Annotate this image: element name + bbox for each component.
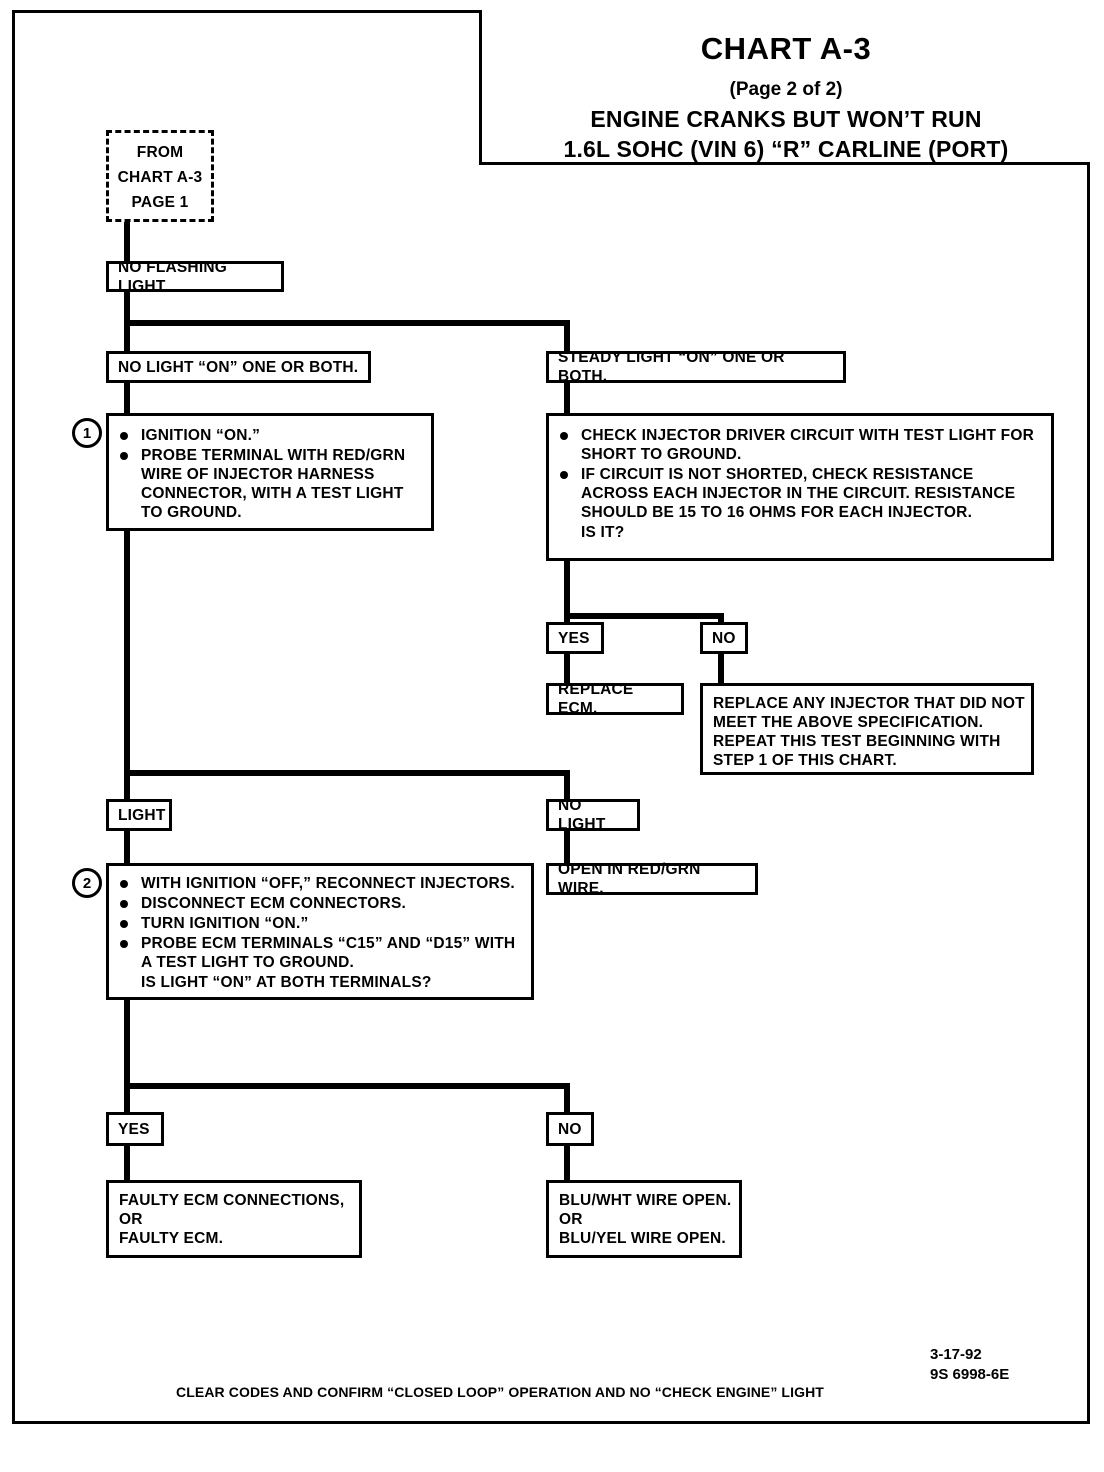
replace-ecm-label: REPLACE ECM. (558, 681, 634, 717)
no-light-one-or-both-label: NO LIGHT “ON” ONE OR BOTH. (118, 358, 359, 376)
step1-bullet-2: PROBE TERMINAL WITH RED/GRN WIRE OF INJE… (109, 446, 425, 522)
faulty-ecm-line-3: FAULTY ECM. (119, 1230, 224, 1247)
connector-step1-down (124, 531, 130, 773)
check-injector-bullet-1: CHECK INJECTOR DRIVER CIRCUIT WITH TEST … (549, 426, 1043, 464)
open-red-grn-label: OPEN IN RED/GRN WIRE. (558, 861, 701, 897)
replace-injector-line-4: STEP 1 OF THIS CHART. (713, 752, 897, 769)
node-faulty-ecm: FAULTY ECM CONNECTIONS, OR FAULTY ECM. (106, 1180, 362, 1258)
node-step1-instructions: IGNITION “ON.” PROBE TERMINAL WITH RED/G… (106, 413, 434, 531)
connector-yes-upper-leg (564, 613, 570, 626)
connector-split-bar-yesno-lower (124, 1083, 570, 1089)
node-replace-injector: REPLACE ANY INJECTOR THAT DID NOT MEET T… (700, 683, 1034, 775)
yes-lower-label: YES (118, 1120, 150, 1138)
step2-question: IS LIGHT “ON” AT BOTH TERMINALS? (141, 974, 432, 991)
step-number-1: 1 (72, 418, 102, 448)
from-chart-line-1: FROM (136, 144, 184, 161)
title-line-1: ENGINE CRANKS BUT WON’T RUN (590, 106, 982, 132)
no-light-label: NO LIGHT (558, 797, 606, 833)
connector-no-lower-to-bluwire (564, 1146, 570, 1180)
connector-nolight-to-openwire (564, 831, 570, 863)
step1-bullet-1: IGNITION “ON.” (109, 426, 425, 445)
no-upper-label: NO (712, 629, 736, 647)
connector-yes-lower-to-faulty (124, 1146, 130, 1180)
faulty-ecm-line-1: FAULTY ECM CONNECTIONS, (119, 1192, 345, 1209)
node-no-upper: NO (700, 622, 748, 654)
connector-nolight-to-step1 (124, 381, 130, 415)
step2-bullet-4: PROBE ECM TERMINALS “C15” AND “D15” WITH… (109, 934, 525, 972)
light-label: LIGHT (118, 806, 166, 824)
page-indicator: (Page 2 of 2) (729, 79, 843, 100)
connector-split-bar-mid (124, 770, 570, 776)
connector-yes-upper-to-replaceecm (564, 651, 570, 685)
node-no-light: NO LIGHT (546, 797, 640, 833)
replace-injector-line-2: MEET THE ABOVE SPECIFICATION. (713, 714, 984, 731)
node-yes-lower: YES (106, 1112, 164, 1146)
replace-injector-line-1: REPLACE ANY INJECTOR THAT DID NOT (713, 695, 1025, 712)
connector-steady-to-check (564, 381, 570, 415)
connector-mid-right-leg (564, 770, 570, 800)
replace-injector-line-3: REPEAT THIS TEST BEGINNING WITH (713, 733, 1001, 750)
footer-part-number: 9S 6998-6E (930, 1366, 1010, 1383)
step-1-value: 1 (82, 424, 92, 442)
chart-title: CHART A-3 (700, 31, 872, 66)
step-2-value: 2 (82, 874, 92, 892)
yes-upper-label: YES (558, 629, 590, 647)
node-no-light-one-or-both: NO LIGHT “ON” ONE OR BOTH. (106, 351, 371, 383)
step2-bullet-2: DISCONNECT ECM CONNECTORS. (109, 894, 525, 913)
step-number-2: 2 (72, 868, 102, 898)
node-no-lower: NO (546, 1112, 594, 1146)
connector-step2-down (124, 1000, 130, 1089)
blu-wire-line-3: BLU/YEL WIRE OPEN. (559, 1230, 726, 1247)
footer-date: 3-17-92 (930, 1346, 982, 1363)
connector-check-down (564, 560, 570, 616)
node-no-flashing-light: NO FLASHING LIGHT (106, 259, 284, 295)
connector-mid-left-leg (124, 770, 130, 800)
no-flashing-light-label: NO FLASHING LIGHT (118, 258, 227, 295)
connector-noflash-down (124, 289, 130, 323)
no-lower-label: NO (558, 1120, 582, 1138)
from-chart-line-3: PAGE 1 (131, 194, 189, 211)
node-light: LIGHT (106, 799, 172, 831)
node-from-chart-a3-page1: FROM CHART A-3 PAGE 1 (106, 130, 214, 222)
node-yes-upper: YES (546, 622, 604, 654)
faulty-ecm-line-2: OR (119, 1211, 143, 1228)
connector-light-to-step2 (124, 831, 130, 863)
node-step2-instructions: WITH IGNITION “OFF,” RECONNECT INJECTORS… (106, 863, 534, 1000)
connector-yes-lower-leg (124, 1083, 130, 1112)
check-injector-question: IS IT? (581, 524, 625, 541)
steady-light-one-or-both-label: STEADY LIGHT “ON” ONE OR BOTH. (558, 349, 785, 385)
connector-left-to-nolight (124, 320, 130, 353)
step2-bullet-list: WITH IGNITION “OFF,” RECONNECT INJECTORS… (109, 874, 525, 992)
footer-note: CLEAR CODES AND CONFIRM “CLOSED LOOP” OP… (176, 1384, 824, 1400)
connector-right-to-steady (564, 320, 570, 353)
blu-wire-line-1: BLU/WHT WIRE OPEN. (559, 1192, 732, 1209)
node-open-in-red-grn-wire: OPEN IN RED/GRN WIRE. (546, 861, 758, 897)
title-block: CHART A-3 (Page 2 of 2) ENGINE CRANKS BU… (479, 10, 1090, 165)
node-replace-ecm: REPLACE ECM. (546, 681, 684, 717)
connector-split-bar-top (124, 320, 570, 326)
blu-wire-line-2: OR (559, 1211, 583, 1228)
node-blu-wire-open: BLU/WHT WIRE OPEN. OR BLU/YEL WIRE OPEN. (546, 1180, 742, 1258)
connector-no-upper-to-replaceinj (718, 651, 724, 685)
step2-bullet-3: TURN IGNITION “ON.” (109, 914, 525, 933)
node-check-injector-driver-circuit: CHECK INJECTOR DRIVER CIRCUIT WITH TEST … (546, 413, 1054, 561)
step1-bullet-list: IGNITION “ON.” PROBE TERMINAL WITH RED/G… (109, 426, 425, 522)
title-line-2: 1.6L SOHC (VIN 6) “R” CARLINE (PORT) (563, 136, 1009, 162)
check-injector-bullet-2: IF CIRCUIT IS NOT SHORTED, CHECK RESISTA… (549, 465, 1043, 522)
connector-no-lower-leg (564, 1083, 570, 1112)
check-injector-bullet-list: CHECK INJECTOR DRIVER CIRCUIT WITH TEST … (549, 426, 1043, 542)
from-chart-line-2: CHART A-3 (117, 169, 203, 186)
connector-no-upper-leg (718, 613, 724, 626)
node-steady-light-one-or-both: STEADY LIGHT “ON” ONE OR BOTH. (546, 349, 846, 385)
step2-bullet-1: WITH IGNITION “OFF,” RECONNECT INJECTORS… (109, 874, 525, 893)
connector-split-bar-yesno-upper (564, 613, 724, 619)
connector-from-chart-to-noflash (124, 222, 130, 267)
footer-code-block: 3-17-92 9S 6998-6E (930, 1345, 1080, 1385)
